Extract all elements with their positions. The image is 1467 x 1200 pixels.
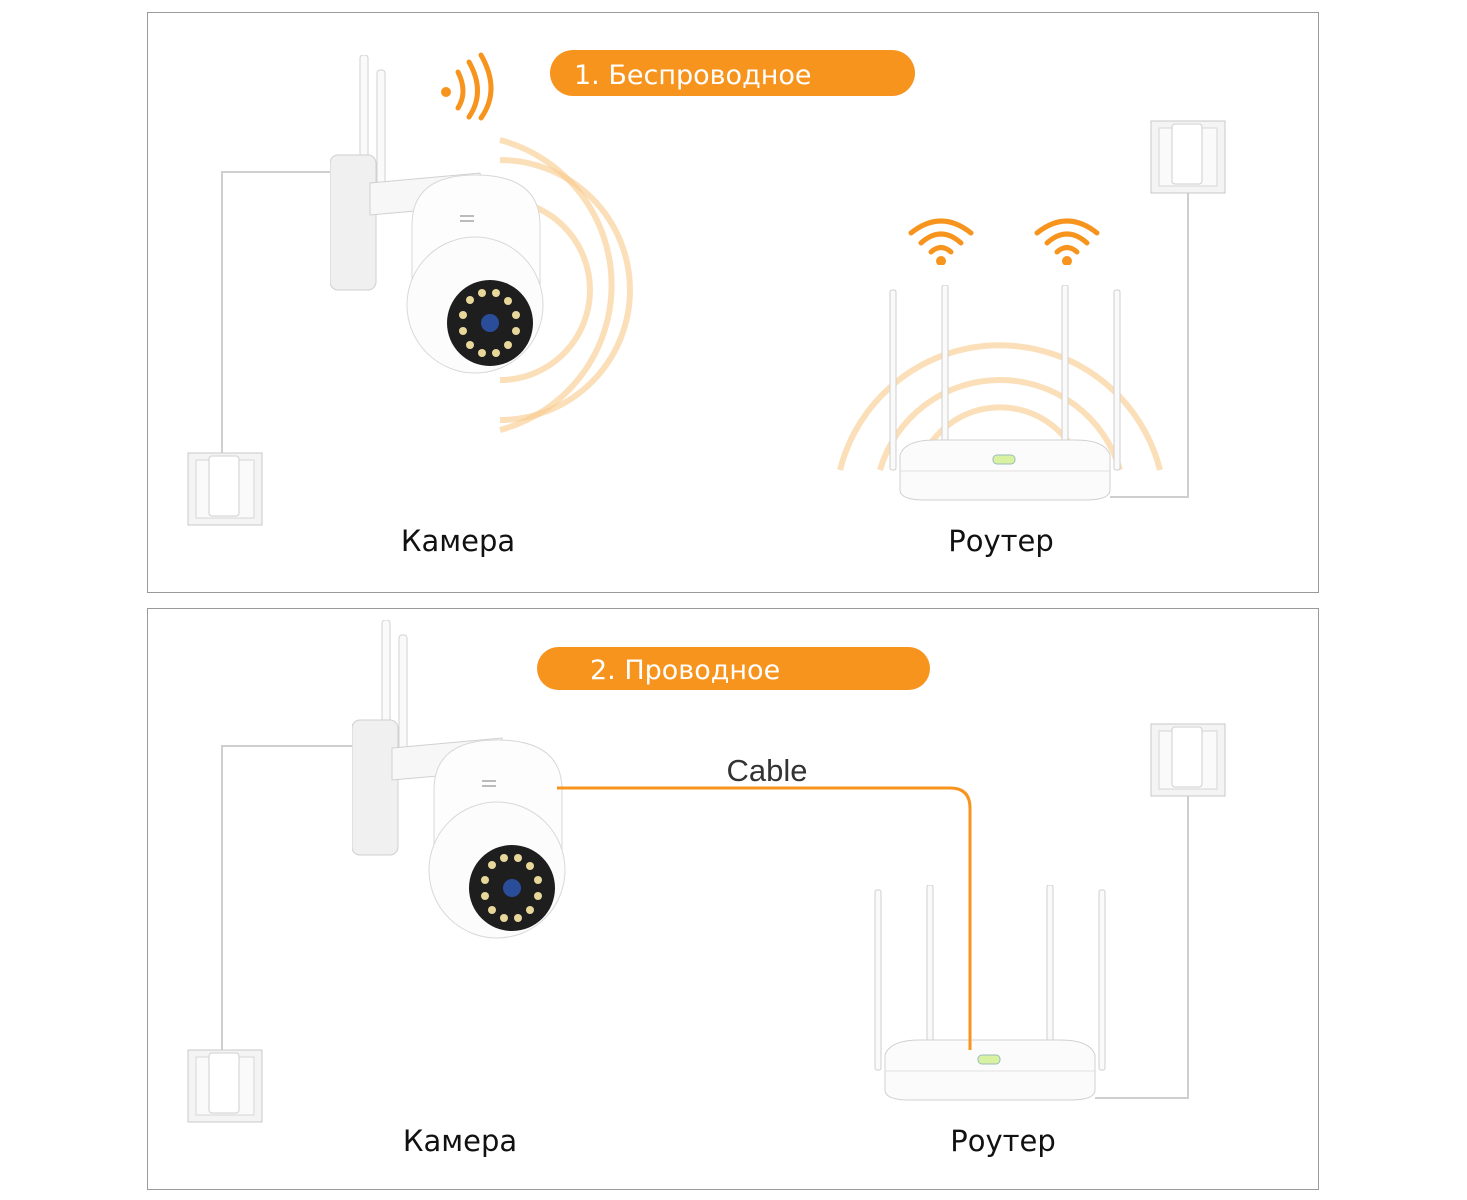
cable-label: Cable	[727, 753, 808, 788]
wireless-signal-icon	[441, 52, 494, 121]
wall-socket	[188, 453, 262, 525]
panel-wireless: 1. Беспроводное Камера Роутер	[147, 12, 1319, 593]
title-pill	[537, 647, 930, 690]
panel-title: 2. Проводное	[590, 655, 780, 686]
wall-socket	[188, 1050, 262, 1122]
title-pill	[550, 50, 915, 96]
camera-signal-waves	[499, 137, 633, 433]
power-wire	[221, 171, 330, 456]
router-wall-socket	[1151, 121, 1225, 193]
camera-label: Камера	[401, 524, 515, 558]
router-label: Роутер	[950, 1124, 1056, 1158]
ethernet-cable	[557, 786, 972, 1050]
router-wall-socket	[1151, 724, 1225, 796]
router-power-wire	[1095, 795, 1189, 1099]
router-power-wire	[1110, 192, 1189, 498]
panel-title: 1. Беспроводное	[574, 60, 812, 91]
panel-wired: Cable 2. Проводное Камера Роутер	[147, 608, 1319, 1190]
panel-frame	[147, 608, 1319, 1190]
camera-label: Камера	[403, 1124, 517, 1158]
panel-frame	[147, 12, 1319, 593]
router-label: Роутер	[948, 524, 1054, 558]
power-wire	[221, 745, 353, 1052]
